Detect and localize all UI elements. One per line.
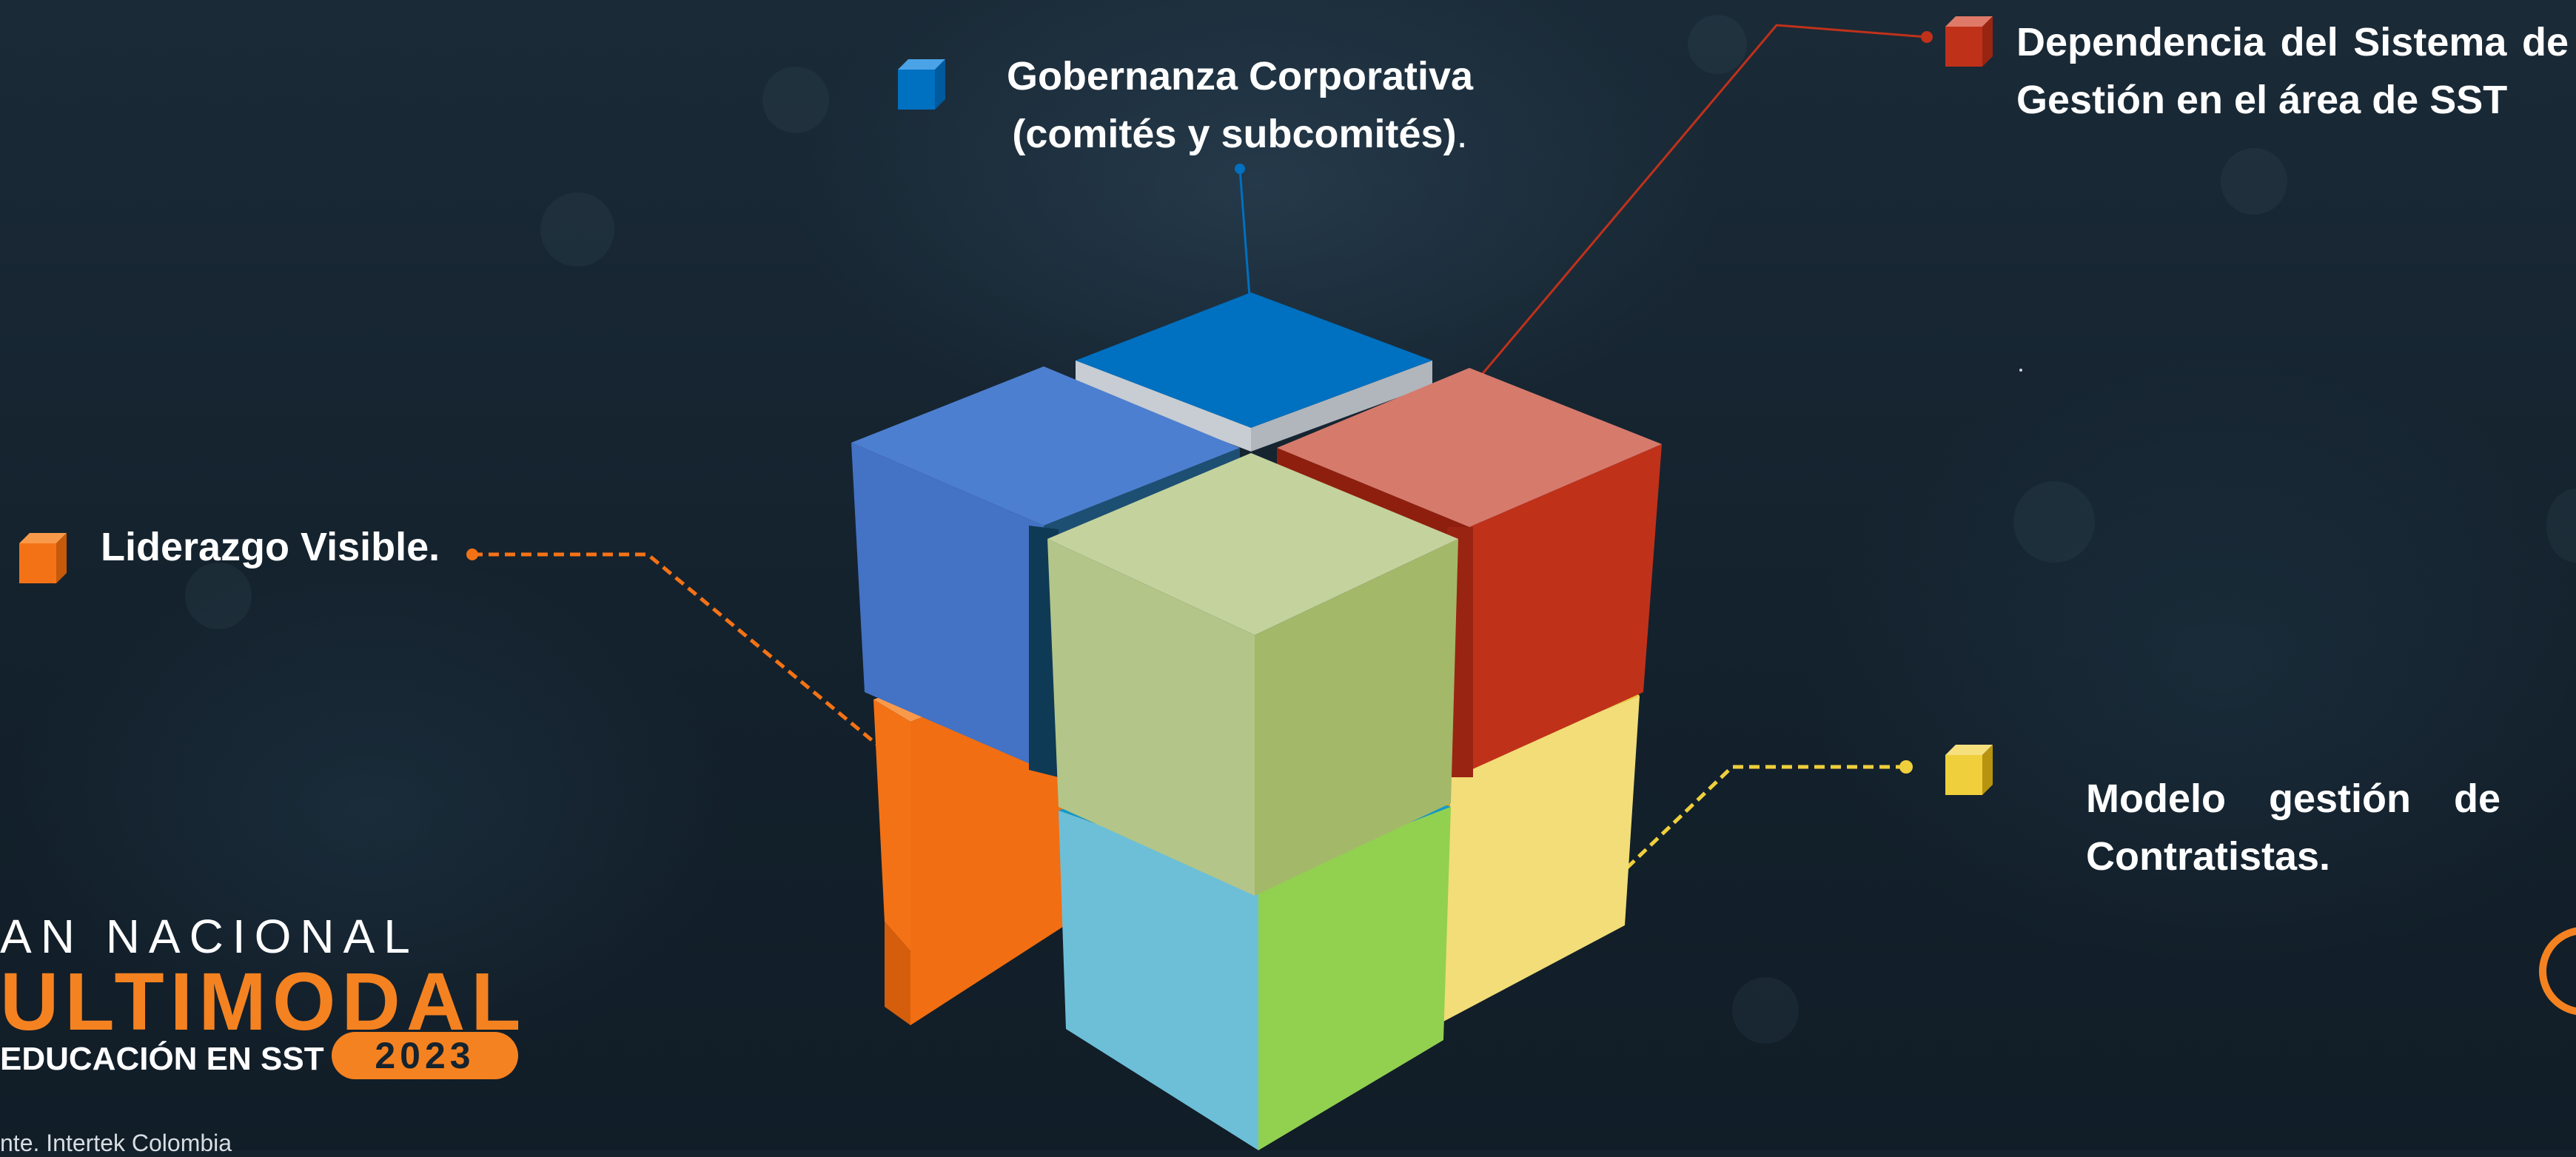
connector-contratistas-dot — [1899, 760, 1913, 774]
connector-contratistas — [1620, 765, 1906, 875]
label-gobernanza-line1: Gobernanza Corporativa — [1006, 54, 1474, 98]
label-gobernanza: Gobernanza Corporativa (comités y subcom… — [962, 47, 1517, 163]
cube-block-red — [1277, 368, 1662, 777]
connector-liderazgo-dot — [466, 549, 478, 560]
red-cube-icon — [1945, 16, 1993, 67]
connector-dependencia — [1472, 24, 1928, 386]
logo-line3: EDUCACIÓN EN SST — [0, 1041, 324, 1077]
label-gobernanza-line2: (comités y subcomités) — [1012, 112, 1457, 156]
label-liderazgo: Liderazgo Visible. — [101, 525, 440, 569]
logo-line1: AN NACIONAL — [0, 910, 419, 963]
label-dependencia: Dependencia del Sistema de Gestión en el… — [2016, 20, 2569, 122]
connector-gobernanza — [1238, 168, 1251, 297]
cube-block-blue-top — [1076, 292, 1432, 452]
footer-source: nte. Intertek Colombia — [0, 1130, 232, 1156]
orange-cube-icon — [19, 533, 67, 583]
label-contratistas: Modelo gestión de Contratistas. — [2086, 777, 2500, 879]
connector-dependencia-dot — [1921, 31, 1933, 43]
cube-block-olive-center — [1047, 453, 1458, 896]
decorative-dot — [2019, 369, 2022, 372]
blue-cube-icon — [898, 59, 945, 110]
yellow-cube-icon — [1945, 745, 1993, 795]
connector-gobernanza-dot — [1235, 164, 1245, 174]
logo-year-badge: 2023 — [332, 1032, 518, 1079]
label-gobernanza-punct: . — [1456, 112, 1468, 156]
connector-liderazgo — [472, 552, 882, 749]
